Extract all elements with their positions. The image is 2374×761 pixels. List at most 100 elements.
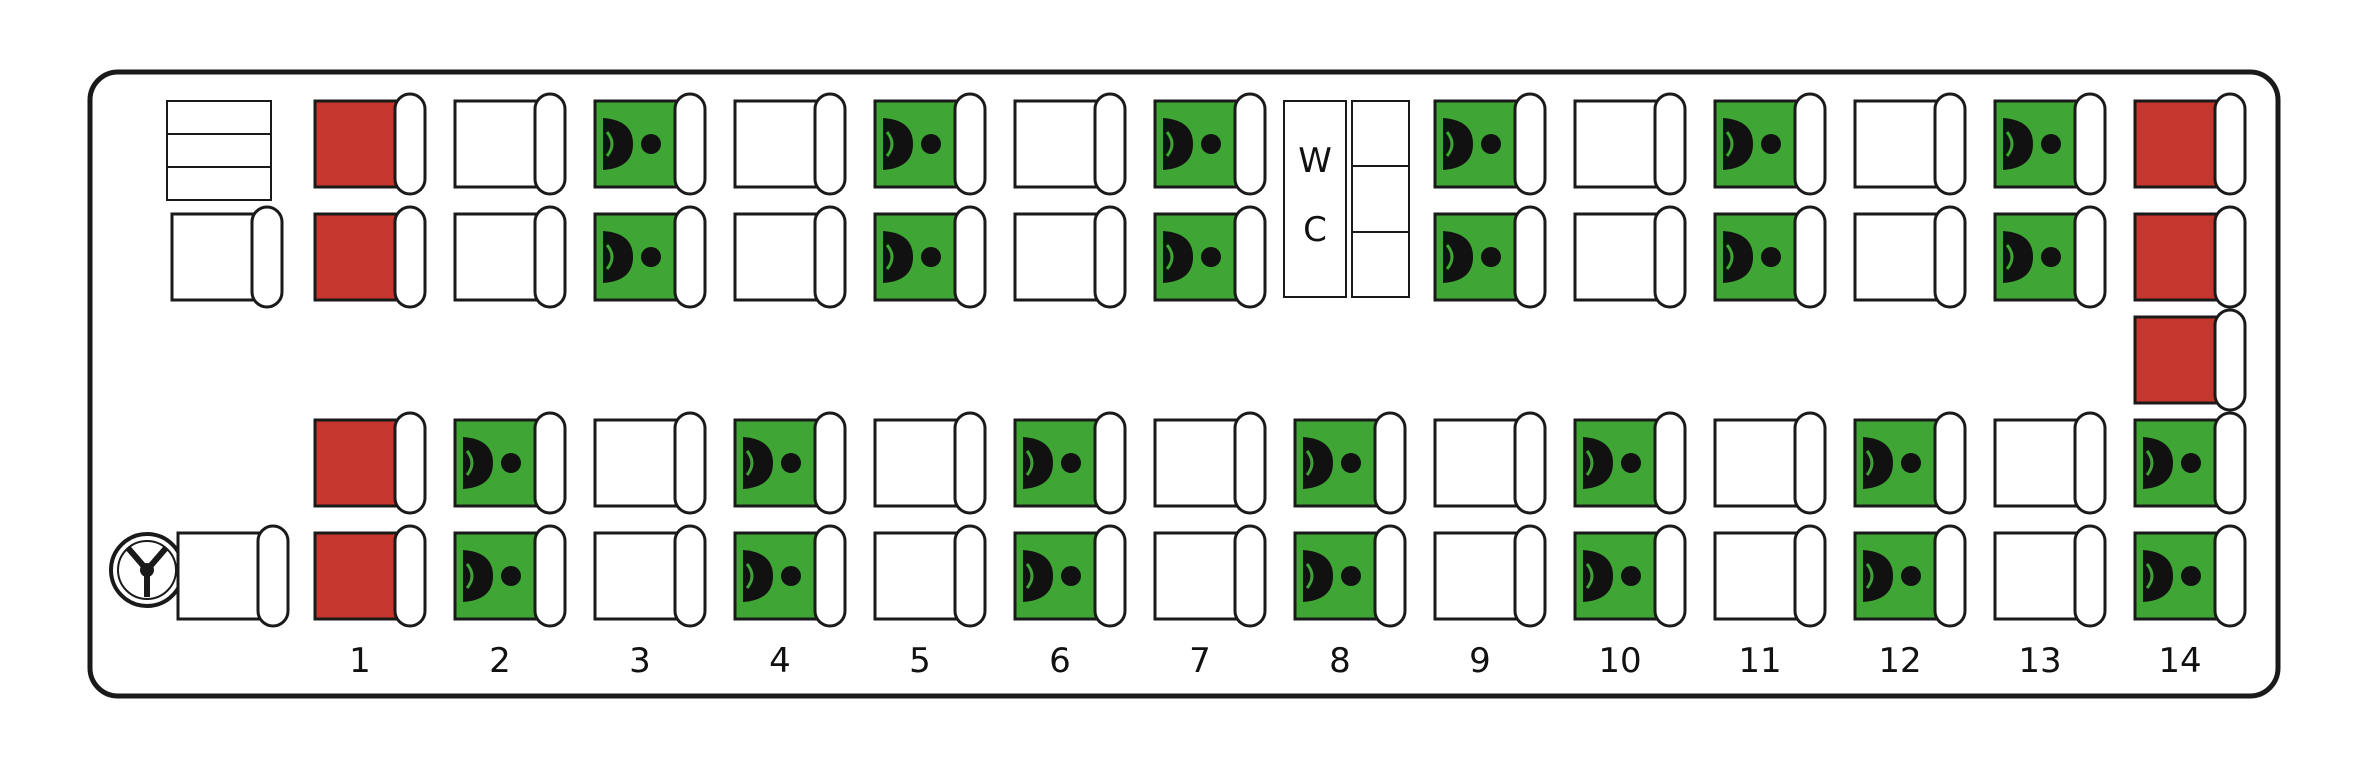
seat-12b[interactable] bbox=[1853, 205, 1967, 309]
seat-layer bbox=[170, 92, 2247, 628]
passenger-icon bbox=[1303, 550, 1361, 602]
passenger-icon bbox=[1303, 437, 1361, 489]
seat-3a[interactable] bbox=[593, 92, 707, 196]
seat-2e[interactable] bbox=[453, 524, 567, 628]
column-number: 4 bbox=[769, 641, 791, 681]
passenger-icon bbox=[1583, 550, 1641, 602]
seat-14e[interactable] bbox=[2133, 524, 2247, 628]
column-number: 13 bbox=[2018, 641, 2061, 681]
passenger-icon bbox=[883, 231, 941, 283]
passenger-icon bbox=[603, 118, 661, 170]
seat-10a[interactable] bbox=[1573, 92, 1687, 196]
column-number: 3 bbox=[629, 641, 651, 681]
seat-13a[interactable] bbox=[1993, 92, 2107, 196]
seat-12d[interactable] bbox=[1853, 411, 1967, 515]
seat-2a[interactable] bbox=[453, 92, 567, 196]
seat-11a[interactable] bbox=[1713, 92, 1827, 196]
seat-8e[interactable] bbox=[1293, 524, 1407, 628]
seat-7b[interactable] bbox=[1153, 205, 1267, 309]
passenger-icon bbox=[1723, 231, 1781, 283]
wc-label-c: C bbox=[1303, 210, 1327, 250]
passenger-icon bbox=[1583, 437, 1641, 489]
seat-10b[interactable] bbox=[1573, 205, 1687, 309]
seat-13b[interactable] bbox=[1993, 205, 2107, 309]
column-number: 1 bbox=[349, 641, 371, 681]
seat-14a[interactable] bbox=[2133, 92, 2247, 196]
passenger-icon bbox=[2003, 118, 2061, 170]
seat-7d[interactable] bbox=[1153, 411, 1267, 515]
seat-5e[interactable] bbox=[873, 524, 987, 628]
seat-5b[interactable] bbox=[873, 205, 987, 309]
passenger-icon bbox=[1863, 550, 1921, 602]
seat-3e[interactable] bbox=[593, 524, 707, 628]
seat-12e[interactable] bbox=[1853, 524, 1967, 628]
passenger-icon bbox=[1023, 437, 1081, 489]
passenger-icon bbox=[463, 437, 521, 489]
column-number: 6 bbox=[1049, 641, 1071, 681]
passenger-icon bbox=[2143, 550, 2201, 602]
passenger-icon bbox=[743, 437, 801, 489]
passenger-icon bbox=[1163, 118, 1221, 170]
seat-11d[interactable] bbox=[1713, 411, 1827, 515]
seat-5a[interactable] bbox=[873, 92, 987, 196]
seat-14b[interactable] bbox=[2133, 205, 2247, 309]
seat-13d[interactable] bbox=[1993, 411, 2107, 515]
column-number: 11 bbox=[1738, 641, 1781, 681]
seat-8d[interactable] bbox=[1293, 411, 1407, 515]
seat-14c[interactable] bbox=[2133, 308, 2247, 412]
seat-6a[interactable] bbox=[1013, 92, 1127, 196]
seat-10d[interactable] bbox=[1573, 411, 1687, 515]
passenger-icon bbox=[2003, 231, 2061, 283]
column-number: 10 bbox=[1598, 641, 1641, 681]
seat-14d[interactable] bbox=[2133, 411, 2247, 515]
seat-1a[interactable] bbox=[313, 92, 427, 196]
passenger-icon bbox=[2143, 437, 2201, 489]
passenger-icon bbox=[1163, 231, 1221, 283]
seat-9a[interactable] bbox=[1433, 92, 1547, 196]
column-number: 12 bbox=[1878, 641, 1921, 681]
guide-seat[interactable] bbox=[170, 205, 284, 309]
wc-block: W C bbox=[1283, 100, 1410, 298]
seat-3b[interactable] bbox=[593, 205, 707, 309]
seat-4d[interactable] bbox=[733, 411, 847, 515]
seat-4a[interactable] bbox=[733, 92, 847, 196]
seat-6b[interactable] bbox=[1013, 205, 1127, 309]
seat-1b[interactable] bbox=[313, 205, 427, 309]
seat-9e[interactable] bbox=[1433, 524, 1547, 628]
seat-5d[interactable] bbox=[873, 411, 987, 515]
passenger-icon bbox=[1443, 118, 1501, 170]
seat-11e[interactable] bbox=[1713, 524, 1827, 628]
seat-9b[interactable] bbox=[1433, 205, 1547, 309]
passenger-icon bbox=[603, 231, 661, 283]
seat-1e[interactable] bbox=[313, 524, 427, 628]
seat-2d[interactable] bbox=[453, 411, 567, 515]
column-number: 14 bbox=[2158, 641, 2201, 681]
seat-1d[interactable] bbox=[313, 411, 427, 515]
seat-11b[interactable] bbox=[1713, 205, 1827, 309]
passenger-icon bbox=[1443, 231, 1501, 283]
passenger-icon bbox=[743, 550, 801, 602]
passenger-icon bbox=[1863, 437, 1921, 489]
seat-7e[interactable] bbox=[1153, 524, 1267, 628]
seat-4b[interactable] bbox=[733, 205, 847, 309]
passenger-icon bbox=[883, 118, 941, 170]
steering-wheel-icon bbox=[109, 532, 185, 608]
seat-9d[interactable] bbox=[1433, 411, 1547, 515]
entry-door-panel bbox=[166, 100, 272, 201]
seat-12a[interactable] bbox=[1853, 92, 1967, 196]
seat-7a[interactable] bbox=[1153, 92, 1267, 196]
seat-2b[interactable] bbox=[453, 205, 567, 309]
seat-6d[interactable] bbox=[1013, 411, 1127, 515]
driver-seat[interactable] bbox=[176, 524, 290, 628]
seat-4e[interactable] bbox=[733, 524, 847, 628]
column-number: 7 bbox=[1189, 641, 1211, 681]
passenger-icon bbox=[463, 550, 521, 602]
passenger-icon bbox=[1723, 118, 1781, 170]
column-number: 8 bbox=[1329, 641, 1351, 681]
seat-3d[interactable] bbox=[593, 411, 707, 515]
seat-13e[interactable] bbox=[1993, 524, 2107, 628]
seat-10e[interactable] bbox=[1573, 524, 1687, 628]
seat-6e[interactable] bbox=[1013, 524, 1127, 628]
